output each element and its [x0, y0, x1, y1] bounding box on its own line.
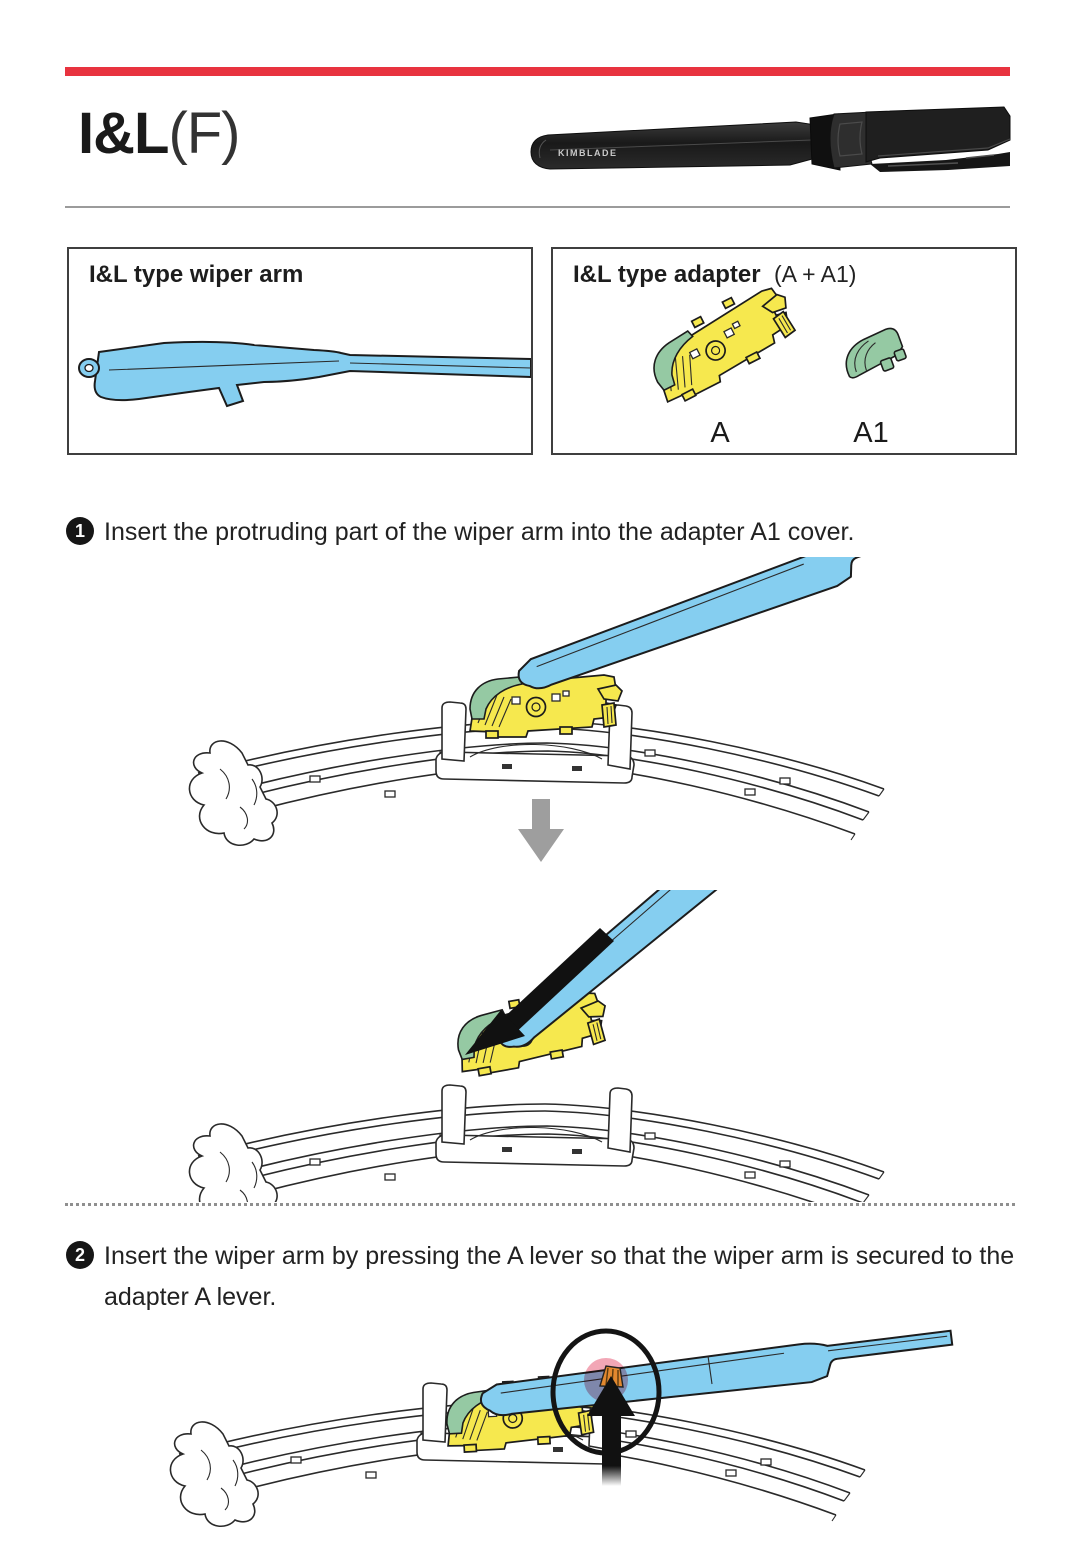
wiper-arm-illustration	[78, 340, 531, 408]
product-photo-wiper-blade: KIMBLADE	[530, 106, 1011, 172]
dotted-divider	[65, 1203, 1015, 1206]
page-title: I&L(F)	[78, 100, 241, 167]
illustration-step2-secured	[169, 1324, 956, 1528]
step-1-number: 1	[66, 517, 94, 545]
step-2-number: 2	[66, 1241, 94, 1269]
press-up-arrow-icon	[587, 1376, 635, 1486]
step-1: 1 Insert the protruding part of the wipe…	[66, 512, 1016, 553]
step-1-text: Insert the protruding part of the wiper …	[104, 518, 855, 546]
step-2-text: Insert the wiper arm by pressing the A l…	[104, 1242, 1015, 1311]
label-adapter-a: A	[710, 417, 730, 449]
page-title-suffix: (F)	[168, 101, 240, 166]
adapter-illustration: A A1	[637, 274, 907, 449]
down-arrow-icon	[518, 799, 564, 862]
page-title-main: I&L	[78, 101, 169, 166]
label-adapter-a1: A1	[853, 417, 888, 449]
panel-adapter-title: I&L type adapter	[573, 261, 761, 288]
panel-wiper-arm-title: I&L type wiper arm	[89, 261, 304, 288]
insert-direction-arrow	[499, 928, 614, 1036]
accent-bar	[65, 67, 1010, 76]
panel-adapter: I&L type adapter (A + A1) A A1	[551, 247, 1017, 455]
panel-wiper-arm: I&L type wiper arm	[67, 247, 533, 455]
section-divider	[65, 206, 1010, 208]
step-2: 2 Insert the wiper arm by pressing the A…	[66, 1236, 1018, 1318]
panel-adapter-subtitle: (A + A1)	[773, 261, 857, 287]
illustration-step1-after	[188, 890, 885, 1202]
brand-logo-text: KIMBLADE	[558, 148, 618, 158]
